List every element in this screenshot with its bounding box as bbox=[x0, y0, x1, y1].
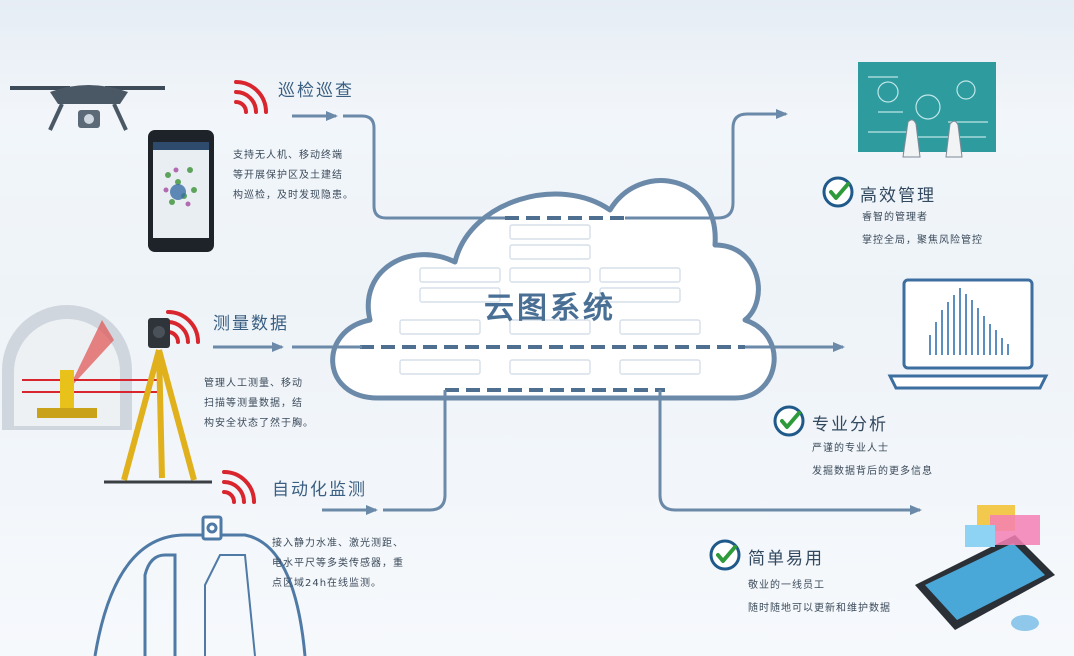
analysis-title: 专业分析 bbox=[812, 415, 888, 435]
description-line: 点区域24h在线监测。 bbox=[272, 578, 383, 589]
description-line: 掌控全局，聚焦风险管控 bbox=[862, 235, 983, 246]
total-station-icon bbox=[104, 318, 212, 484]
input-lines bbox=[213, 111, 505, 515]
drone-icon bbox=[10, 85, 165, 131]
check-icon bbox=[709, 539, 741, 571]
check-icon bbox=[822, 176, 854, 208]
check-icon bbox=[773, 405, 805, 437]
patrol-title: 巡检巡查 bbox=[278, 81, 354, 101]
tunnel-scan-icon bbox=[2, 305, 162, 430]
phone-icon bbox=[148, 130, 214, 252]
description-line: 等开展保护区及土建结 bbox=[233, 170, 343, 181]
easy-description: 敬业的一线员工 随时随地可以更新和维护数据 bbox=[748, 574, 891, 620]
description-line: 管理人工测量、移动 bbox=[204, 378, 303, 389]
cloud-shape bbox=[330, 178, 777, 401]
survey-title: 测量数据 bbox=[213, 314, 289, 334]
description-line: 接入静力水准、激光测距、 bbox=[272, 538, 404, 549]
description-line: 扫描等测量数据，结 bbox=[204, 398, 303, 409]
tunnel-sensor-icon bbox=[93, 515, 307, 656]
cloud-title: 云图系统 bbox=[484, 291, 616, 326]
server-grid bbox=[399, 224, 701, 375]
description-line: 严谨的专业人士 bbox=[812, 443, 889, 454]
manage-description: 睿智的管理者 掌控全局，聚焦风险管控 bbox=[862, 206, 983, 252]
patrol-description: 支持无人机、移动终端 等开展保护区及土建结 构巡检，及时发现隐患。 bbox=[233, 146, 383, 206]
description-line: 支持无人机、移动终端 bbox=[233, 150, 343, 161]
dashboard-icon bbox=[858, 62, 996, 158]
signal-icon bbox=[166, 310, 200, 344]
monitor-description: 接入静力水准、激光测距、 电水平尺等多类传感器，重 点区域24h在线监测。 bbox=[272, 534, 442, 594]
survey-description: 管理人工测量、移动 扫描等测量数据，结 构安全状态了然于胸。 bbox=[204, 374, 354, 434]
description-line: 构安全状态了然于胸。 bbox=[204, 418, 314, 429]
output-lines bbox=[625, 109, 922, 515]
signal-icon bbox=[234, 80, 268, 114]
easy-title: 简单易用 bbox=[748, 549, 824, 569]
laptop-chart-icon bbox=[887, 278, 1049, 390]
line-easy bbox=[658, 390, 922, 515]
description-line: 电水平尺等多类传感器，重 bbox=[272, 558, 404, 569]
analysis-description: 严谨的专业人士 发掘数据背后的更多信息 bbox=[812, 437, 933, 483]
line-patrol bbox=[343, 114, 505, 220]
description-line: 构巡检，及时发现隐患。 bbox=[233, 190, 354, 201]
monitor-title: 自动化监测 bbox=[272, 480, 367, 500]
manage-title: 高效管理 bbox=[860, 186, 936, 206]
description-line: 发掘数据背后的更多信息 bbox=[812, 466, 933, 477]
description-line: 敬业的一线员工 bbox=[748, 580, 825, 591]
signal-icon bbox=[222, 470, 256, 504]
line-monitor bbox=[383, 390, 447, 512]
description-line: 睿智的管理者 bbox=[862, 212, 928, 223]
tablet-icon bbox=[915, 505, 1055, 631]
line-manage bbox=[625, 109, 788, 220]
description-line: 随时随地可以更新和维护数据 bbox=[748, 603, 891, 614]
